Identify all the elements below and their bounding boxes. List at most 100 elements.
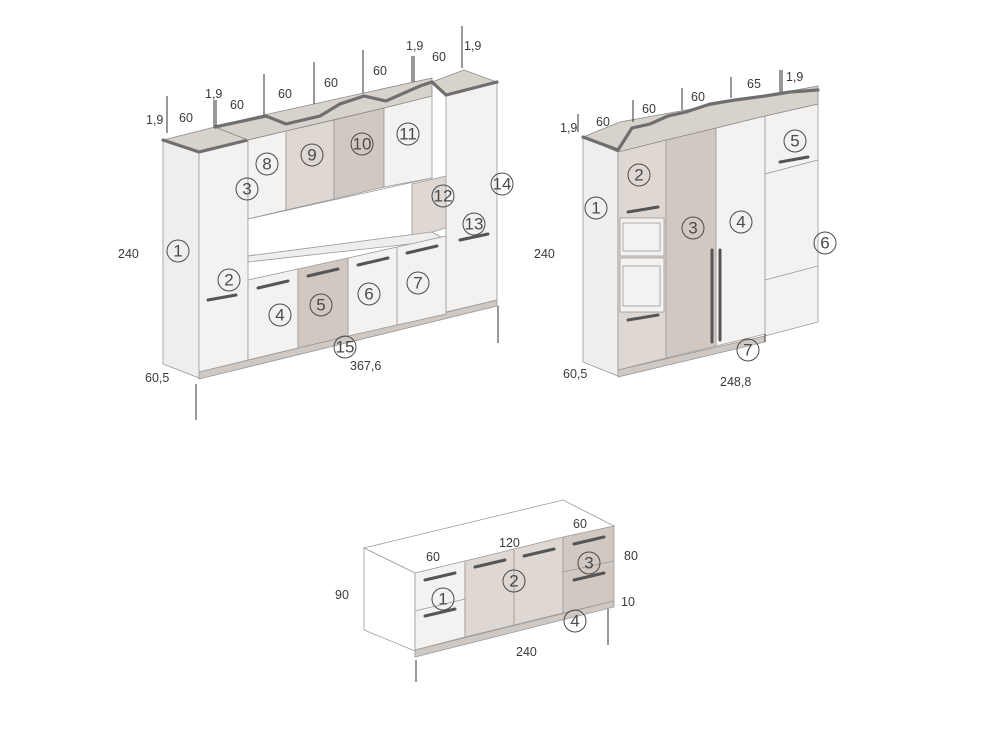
left-marker-13: 13 (462, 212, 486, 236)
right-side-1 (582, 136, 619, 377)
svg-text:11: 11 (399, 125, 417, 144)
left-wall-rim (213, 80, 434, 129)
right-dim: 60 (642, 102, 656, 116)
left-marker-8: 8 (255, 152, 279, 176)
left-marker-1: 1 (166, 239, 190, 263)
svg-text:6: 6 (820, 234, 829, 253)
right-column-3 (665, 127, 717, 359)
island: 60 120 60 80 10 90 240 1 2 3 4 (335, 499, 638, 682)
svg-text:1: 1 (438, 590, 447, 609)
right-dim: 1,9 (786, 70, 803, 84)
right-dim-width: 248,8 (720, 375, 751, 389)
svg-text:3: 3 (242, 180, 251, 199)
left-marker-3: 3 (235, 177, 259, 201)
left-dim-depth: 60,5 (145, 371, 169, 385)
svg-text:7: 7 (743, 341, 752, 360)
island-dim: 80 (624, 549, 638, 563)
island-handle-1a (423, 571, 457, 582)
right-dim: 60 (596, 115, 610, 129)
left-configuration: 1,9 60 1,9 60 60 60 60 60 1,9 60 1,9 240… (118, 26, 514, 420)
left-handle-5 (306, 267, 340, 278)
island-handle-3a (572, 535, 606, 546)
svg-text:9: 9 (307, 146, 316, 165)
right-marker-6: 6 (813, 231, 837, 255)
svg-text:3: 3 (688, 219, 697, 238)
right-marker-1: 1 (584, 196, 608, 220)
svg-text:12: 12 (434, 187, 453, 206)
right-dim-depth: 60,5 (563, 367, 587, 381)
svg-text:2: 2 (509, 572, 518, 591)
svg-text:5: 5 (316, 296, 325, 315)
left-marker-12: 12 (431, 184, 455, 208)
svg-text:10: 10 (353, 135, 372, 154)
left-marker-9: 9 (300, 143, 324, 167)
left-dim: 60 (230, 98, 244, 112)
island-marker-2: 2 (502, 569, 526, 593)
svg-text:4: 4 (736, 213, 745, 232)
left-dim-width: 367,6 (350, 359, 381, 373)
island-handle-2b (522, 547, 556, 558)
island-dim: 120 (499, 536, 520, 550)
right-dim-height: 240 (534, 247, 555, 261)
island-marker-1: 1 (431, 587, 455, 611)
island-marker-3: 3 (577, 551, 601, 575)
right-dim: 65 (747, 77, 761, 91)
right-marker-3: 3 (681, 216, 705, 240)
svg-text:4: 4 (570, 612, 579, 631)
left-marker-6: 6 (357, 282, 381, 306)
left-marker-4: 4 (268, 303, 292, 327)
island-handle-2a (473, 558, 507, 569)
right-marker-5: 5 (783, 129, 807, 153)
left-marker-7: 7 (406, 271, 430, 295)
svg-text:4: 4 (275, 306, 284, 325)
svg-text:2: 2 (224, 271, 233, 290)
svg-text:3: 3 (584, 554, 593, 573)
island-dim: 60 (426, 550, 440, 564)
right-marker-4: 4 (729, 210, 753, 234)
left-dim: 1,9 (406, 39, 423, 53)
island-dim-width: 240 (516, 645, 537, 659)
right-fridge-split (764, 265, 819, 281)
left-handle-6 (356, 256, 390, 267)
right-dim: 60 (691, 90, 705, 104)
left-marker-14: 14 (490, 172, 514, 196)
left-marker-11: 11 (396, 122, 420, 146)
left-tall-front-2 (198, 139, 249, 373)
right-dim: 1,9 (560, 121, 577, 135)
left-base-7 (396, 235, 447, 326)
right-rim (581, 88, 820, 152)
right-marker-2: 2 (627, 163, 651, 187)
left-dim: 60 (179, 111, 193, 125)
left-handle-13 (458, 232, 490, 242)
left-handle-7 (405, 244, 439, 255)
left-wall-top (213, 77, 433, 141)
left-dim: 60 (278, 87, 292, 101)
right-handle-2 (626, 205, 660, 214)
left-marker-5: 5 (309, 293, 333, 317)
right-handle-2b (626, 313, 660, 322)
left-marker-10: 10 (350, 132, 374, 156)
left-marker-2: 2 (217, 268, 241, 292)
left-dim: 1,9 (205, 87, 222, 101)
svg-text:1: 1 (173, 242, 182, 261)
left-dim: 60 (373, 64, 387, 78)
left-dim: 1,9 (146, 113, 163, 127)
svg-text:7: 7 (413, 274, 422, 293)
left-handle-4 (256, 279, 290, 290)
left-wall-9 (285, 119, 335, 211)
island-marker-4: 4 (563, 609, 587, 633)
island-dim: 10 (621, 595, 635, 609)
svg-text:2: 2 (634, 166, 643, 185)
svg-text:5: 5 (790, 132, 799, 151)
svg-text:15: 15 (336, 338, 355, 357)
island-dim-height: 90 (335, 588, 349, 602)
svg-text:14: 14 (493, 175, 512, 194)
island-module-2b (513, 536, 564, 626)
left-tall-right-rim (430, 80, 499, 97)
left-tall-rim (161, 138, 250, 154)
left-dim: 1,9 (464, 39, 481, 53)
left-marker-15: 15 (333, 335, 357, 359)
island-dim: 60 (573, 517, 587, 531)
right-oven-upper (619, 217, 665, 257)
